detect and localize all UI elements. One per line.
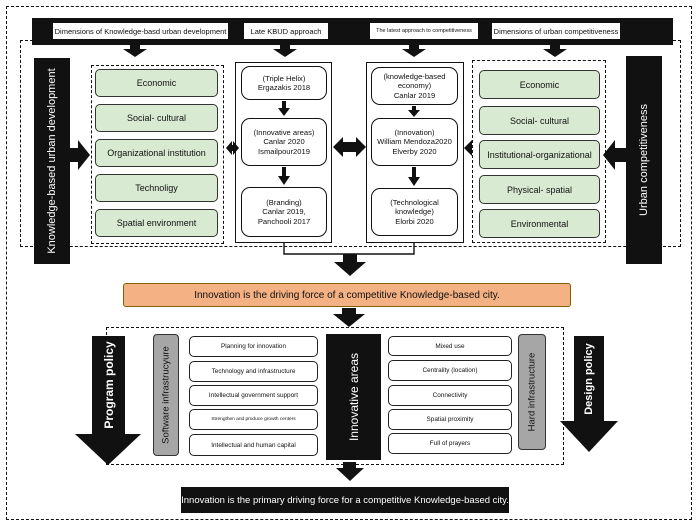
kbud-dim-economic: Economic	[95, 69, 218, 97]
ref-knowledge-economy-line-1: (knowledge-based	[383, 71, 446, 81]
kbud-references-column	[235, 62, 332, 243]
kbud-dim-social-cultural: Social- cultural	[95, 104, 218, 132]
arrow-kbud-to-dimensions	[70, 140, 90, 170]
ref-triple-helix: (Triple Helix)Ergazakis 2018	[241, 66, 327, 100]
software-item-growth-centers: Strengthen and produce growth centers	[189, 409, 318, 430]
software-item-technology: Technology and infrastructure	[189, 361, 318, 382]
design-policy-arrow	[560, 336, 618, 452]
arrow-banner-to-lower	[333, 308, 365, 327]
ref-branding-line-2: Canlar 2019,	[262, 207, 306, 217]
kbud-dimensions-group	[91, 65, 224, 244]
software-infrastructure-bar: Software infrastrucyure	[153, 334, 179, 456]
kbud-vertical-bar: Knowledge-based urban development	[34, 58, 70, 264]
ref-innovative-areas-line-2: Canlar 2020	[263, 137, 305, 147]
conclusion-box: Innovation is the primary driving force …	[181, 487, 509, 513]
hard-item-mixed-use: Mixed use	[388, 336, 512, 356]
program-policy-arrow	[75, 336, 141, 465]
header-late-kbud: Late KBUD approach	[243, 22, 329, 40]
ref-triple-helix-line-1: (Triple Helix)	[262, 73, 306, 83]
software-item-human-capital: Intellectual and human capital	[189, 434, 318, 456]
comp-dim-economic: Economic	[479, 70, 600, 99]
columns-connector-line	[283, 243, 415, 255]
comp-dim-institutional: Institutional-organizational	[479, 140, 600, 169]
kbud-ref-arrow-2	[278, 167, 290, 185]
header-competitiveness-dimensions: Dimensions of urban competitiveness	[491, 22, 621, 40]
competitiveness-references-column	[366, 62, 464, 243]
hard-item-spatial-proximity: Spatial proximity	[388, 409, 512, 430]
arrow-competitiveness-to-dimensions	[603, 140, 626, 170]
arrow-lower-to-conclusion	[336, 462, 364, 481]
ref-innovation-line-3: Elverby 2020	[392, 146, 437, 156]
design-policy-label-box: Design policy	[574, 336, 604, 421]
ref-knowledge-economy-line-3: Canlar 2019	[393, 90, 436, 100]
kbud-dim-technology: Technoligy	[95, 174, 218, 202]
arrow-comp-refs-dimensions	[464, 140, 472, 156]
ref-knowledge-economy-line-2: economy)	[397, 81, 432, 91]
competitiveness-vertical-bar: Urban competitiveness	[626, 56, 662, 264]
header-down-arrow-2	[273, 45, 297, 57]
kbud-ref-arrow-1	[278, 101, 290, 116]
comp-ref-arrow-1	[408, 106, 420, 117]
comp-ref-arrow-2	[408, 167, 420, 186]
program-policy-label: Program policy	[101, 341, 116, 429]
outer-frame	[6, 6, 692, 520]
header-down-arrow-3	[402, 45, 426, 57]
software-item-planning: Planning for innovation	[189, 336, 318, 357]
ref-branding: (Branding)Canlar 2019,Panchooli 2017	[241, 187, 327, 237]
design-policy-label: Design policy	[583, 342, 595, 415]
kbud-dim-organizational: Organizational institution	[95, 139, 218, 167]
ref-triple-helix-line-2: Ergazakis 2018	[257, 83, 311, 92]
arrow-to-banner	[334, 254, 366, 276]
ref-innovative-areas-line-1: (Innovative areas)	[253, 127, 315, 137]
ref-branding-line-1: (Branding)	[266, 197, 302, 207]
hard-infrastructure-bar: Hard infrastructure	[518, 334, 546, 450]
ref-innovation-line-2: William Mendoza2020	[377, 137, 452, 147]
hard-item-centrality: Centrality (location)	[388, 360, 512, 381]
header-latest-approach: The latest approach to competitiveness	[369, 22, 479, 40]
kbud-dim-spatial-environment: Spatial environment	[95, 209, 218, 237]
innovative-areas-bar: Innovative areas	[326, 334, 381, 460]
comp-dim-environmental: Environmental	[479, 209, 600, 238]
innovation-banner: Innovation is the driving force of a com…	[123, 283, 571, 307]
comp-dim-social-cultural: Social- cultural	[479, 106, 600, 135]
ref-technological-knowledge-line-2: knowledge)	[395, 207, 434, 217]
program-policy-label-box: Program policy	[92, 336, 125, 434]
competitiveness-dimensions-group	[472, 60, 606, 243]
hard-item-full-of-prayers: Full of prayers	[388, 433, 512, 454]
ref-innovative-areas-line-3: Ismailpour2019	[258, 146, 310, 156]
arrow-between-ref-columns	[333, 137, 366, 157]
ref-technological-knowledge-line-3: Elorbi 2020	[395, 216, 434, 226]
ref-branding-line-3: Panchooli 2017	[257, 216, 311, 226]
hard-item-connectivity: Connectivity	[388, 385, 512, 406]
arrow-dimensions-kbud-refs	[226, 141, 239, 155]
ref-innovation-line-1: (Innovation)	[394, 127, 435, 137]
header-down-arrow-4	[543, 45, 567, 57]
header-down-arrow-1	[123, 45, 147, 57]
comp-dim-physical-spatial: Physical- spatial	[479, 175, 600, 204]
software-item-government-support: Intellectual government support	[189, 385, 318, 406]
ref-technological-knowledge-line-1: (Technological	[390, 197, 439, 207]
header-kbud-dimensions: Dimensions of Knowledge-basd urban devel…	[52, 22, 229, 40]
